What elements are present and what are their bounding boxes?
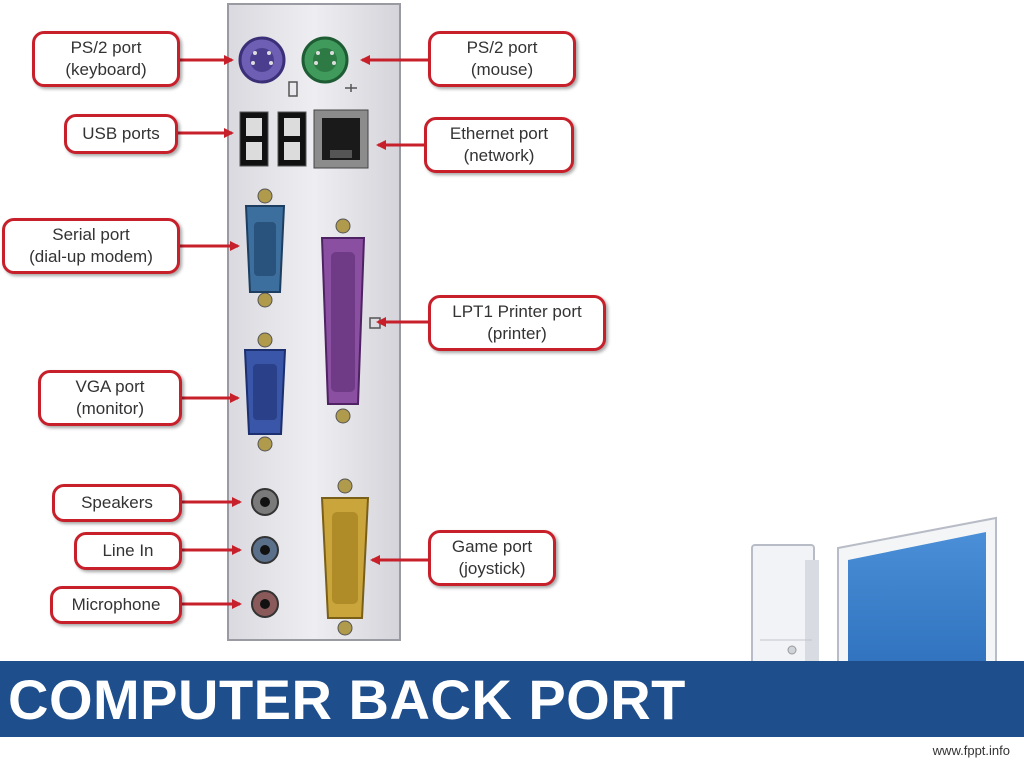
label-line-in: Line In (74, 532, 182, 570)
label-speakers-line1: Speakers (81, 493, 153, 512)
usb-ports-connector (239, 111, 307, 167)
label-lpt1-line2: (printer) (487, 324, 547, 343)
label-vga-line1: VGA port (75, 377, 145, 396)
label-microphone: Microphone (50, 586, 182, 624)
label-usb-ports-line1: USB ports (82, 124, 160, 143)
label-ps2-keyboard-line1: PS/2 port (70, 38, 142, 57)
line-in-jack (251, 536, 279, 564)
label-ps2-keyboard-line2: (keyboard) (65, 60, 147, 79)
label-game-port: Game port (joystick) (428, 530, 556, 586)
game-port-connector (320, 478, 370, 636)
lpt1-printer-connector (320, 218, 366, 424)
label-vga-line2: (monitor) (75, 399, 144, 418)
label-ps2-mouse: PS/2 port (mouse) (428, 31, 576, 87)
ps2-mouse-connector (301, 36, 349, 84)
label-ethernet: Ethernet port (network) (424, 117, 574, 173)
label-lpt1-line1: LPT1 Printer port (452, 302, 582, 321)
label-lpt1: LPT1 Printer port (printer) (428, 295, 606, 351)
label-ps2-mouse-line1: PS/2 port (466, 38, 538, 57)
microphone-jack (251, 590, 279, 618)
label-ps2-mouse-line2: (mouse) (470, 60, 534, 79)
ethernet-connector (313, 109, 369, 169)
label-line-in-line1: Line In (102, 541, 154, 560)
speakers-jack (251, 488, 279, 516)
arrows (178, 55, 428, 609)
label-game-port-line1: Game port (451, 537, 533, 556)
label-serial-line2: (dial-up modem) (29, 247, 153, 266)
footer-band (0, 661, 1024, 737)
label-ethernet-line1: Ethernet port (449, 124, 549, 143)
label-ps2-keyboard: PS/2 port (keyboard) (32, 31, 180, 87)
label-microphone-line1: Microphone (71, 595, 161, 614)
page-title: COMPUTER BACK PORT (8, 668, 686, 731)
label-serial: Serial port (dial-up modem) (2, 218, 180, 274)
label-vga: VGA port (monitor) (38, 370, 182, 426)
vga-port-connector (243, 332, 287, 452)
footer-url: www.fppt.info (932, 743, 1010, 758)
monitor-screen (848, 532, 986, 694)
label-usb-ports: USB ports (64, 114, 178, 154)
label-game-port-line2: (joystick) (458, 559, 526, 578)
label-serial-line1: Serial port (52, 225, 130, 244)
label-speakers: Speakers (52, 484, 182, 522)
serial-port-connector (244, 188, 286, 308)
label-ethernet-line2: (network) (463, 146, 535, 165)
ps2-keyboard-connector (238, 36, 286, 84)
